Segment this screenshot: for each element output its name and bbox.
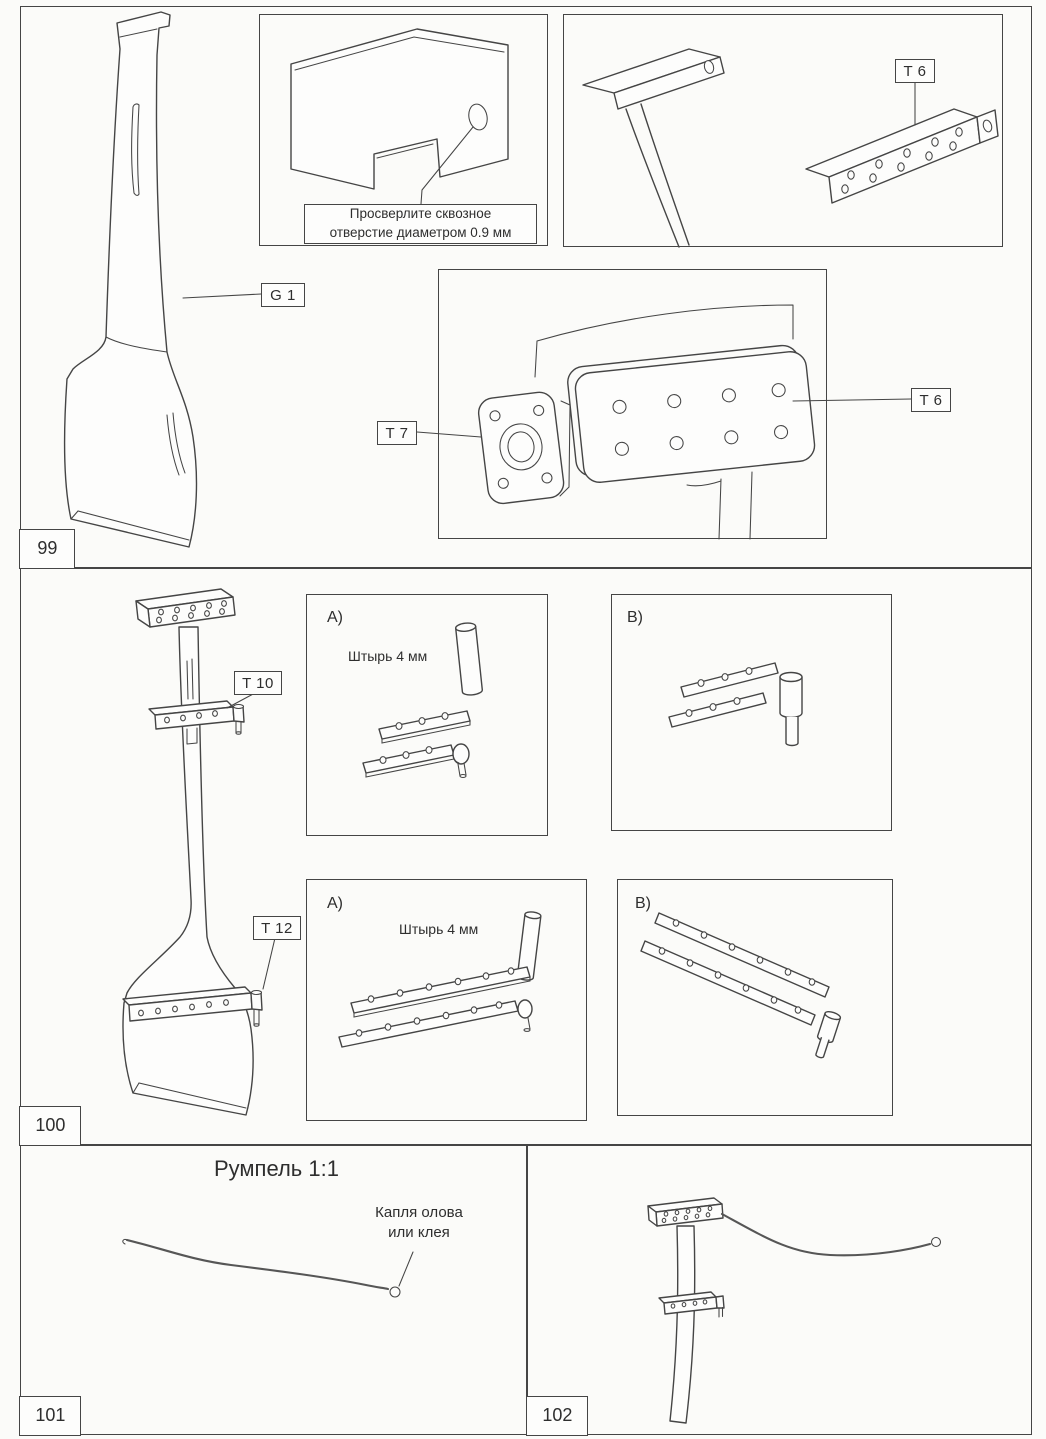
part-label-t6-upper: T 6 [895, 59, 935, 83]
step-number-101: 101 [19, 1395, 82, 1436]
part-label-t7: T 7 [377, 421, 417, 445]
panel-step-99: Просверлите сквозное отверстие диаметром… [19, 6, 1032, 569]
pin-note-bottom: Штырь 4 мм [399, 921, 479, 937]
leader-t10 [226, 692, 256, 709]
detail-box-hinge-long-a [306, 879, 587, 1121]
detail-box-hinge-long-b [617, 879, 893, 1116]
rudder-with-tiller-drawing [647, 1197, 942, 1424]
rudder-head-with-tiller [647, 1197, 942, 1424]
detail-box-hinge-short-a [306, 594, 548, 836]
detail-box-hinge-short-b [611, 594, 892, 831]
step-number-102: 102 [526, 1395, 589, 1436]
leader-g1 [182, 293, 262, 299]
tiller-scale-title: Румпель 1:1 [214, 1156, 339, 1181]
detail-tag-b-top: B) [627, 609, 643, 626]
panel-step-100: A) Штырь 4 мм B) A) Штырь 4 мм B) T 10 T… [19, 568, 1032, 1146]
panel-step-101: Румпель 1:1 Капля олова или клея 101 [19, 1145, 527, 1436]
rudder-side-view [63, 11, 198, 548]
drill-callout: Просверлите сквозное отверстие диаметром… [304, 204, 537, 244]
step-number-99: 99 [19, 528, 76, 569]
rudder-with-hinges [122, 588, 276, 1116]
part-label-t10: T 10 [234, 671, 282, 695]
solder-drop [389, 1286, 401, 1298]
leader-solder-note [398, 1251, 414, 1287]
detail-tag-a-top: A) [327, 609, 343, 626]
part-label-t6-center: T 6 [911, 388, 951, 412]
tiller-wire [125, 1238, 390, 1291]
leader-t12 [262, 937, 276, 990]
pin-note-top: Штырь 4 мм [348, 648, 428, 664]
detail-tag-a-bottom: A) [327, 895, 343, 912]
detail-box-drill-hole [259, 14, 548, 246]
tiller-drawing [122, 1238, 414, 1298]
part-label-t12: T 12 [253, 916, 301, 940]
detail-box-t7-t6-closeup [438, 269, 827, 539]
detail-tag-b-bottom: B) [635, 895, 651, 912]
detail-box-head-t6 [563, 14, 1003, 247]
solder-note: Капля олова или клея [375, 1204, 463, 1241]
step-number-100: 100 [19, 1105, 82, 1146]
part-label-g1: G 1 [261, 283, 305, 307]
tiller-wire-installed [720, 1212, 932, 1257]
panel-step-102: 102 [526, 1145, 1032, 1436]
